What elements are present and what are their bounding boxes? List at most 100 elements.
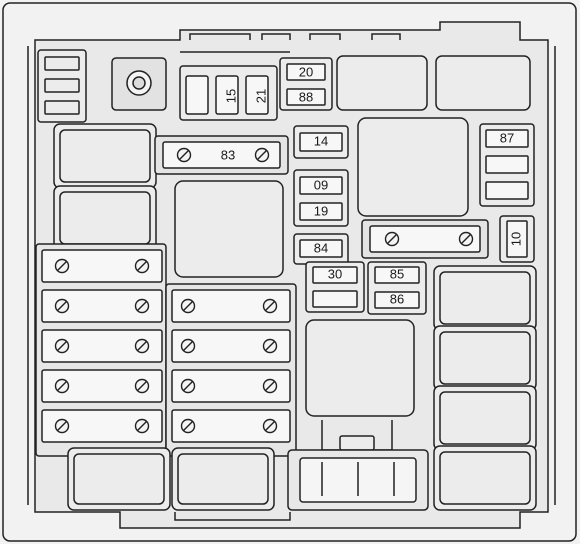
mega-fuse-left-3-screw-b: [134, 338, 150, 354]
top-left-fuse-2: [44, 78, 80, 93]
maxi-fuse-83-right-screw: [254, 147, 270, 163]
midi-fuse-right-right-screw: [458, 231, 474, 247]
mega-fuse-center-4-screw-b: [262, 418, 278, 434]
mega-fuse-left-5-screw-a: [54, 418, 70, 434]
mini-fuse-blank: [185, 75, 209, 115]
mega-fuse-center-2-screw-b: [262, 338, 278, 354]
center-mega-fuse-column: [165, 283, 297, 457]
bottom-connector: [174, 512, 291, 521]
fuse-85: [374, 266, 420, 284]
fuse-30-label: 30: [328, 266, 342, 281]
fuse-14-label: 14: [314, 133, 328, 148]
left-relays: [53, 123, 157, 251]
bottom-relays: [67, 447, 275, 511]
mega-fuse-left-3: [41, 329, 163, 363]
top-right-relays: [336, 55, 531, 111]
fuse-15-label: 15: [223, 89, 238, 103]
top-left-fuse-group: [37, 49, 87, 123]
mega-fuse-left-4-screw-b: [134, 378, 150, 394]
top-connector-1: [189, 33, 251, 40]
top-left-fuse-3: [44, 100, 80, 115]
midi-fuse-right-holder: [361, 219, 489, 259]
fuse-84-holder: [293, 233, 349, 265]
top-connector-2: [261, 33, 291, 40]
fuse-87: [485, 129, 529, 148]
fuse-10-holder: [499, 215, 535, 263]
fuse-86-label: 86: [390, 291, 404, 306]
mega-fuse-center-4: [171, 409, 291, 443]
mega-fuse-left-4: [41, 369, 163, 403]
fuse-84-label: 84: [314, 240, 328, 255]
mega-fuse-center-4-screw-a: [180, 418, 196, 434]
fuse-85-86-holder: [367, 261, 427, 315]
fuse-85-label: 85: [390, 266, 404, 281]
fuse-09-label: 09: [314, 177, 328, 192]
fuse-87-blank-2: [485, 181, 529, 200]
mega-fuse-center-3-screw-b: [262, 378, 278, 394]
maxi-fuse-83-left-screw: [176, 147, 192, 163]
relay-right-col-2: [439, 331, 531, 385]
fuse-09-19-holder: [293, 169, 349, 227]
mega-fuse-left-5: [41, 409, 163, 443]
connector-clip: [339, 435, 375, 451]
relay-right-col-3: [439, 391, 531, 445]
fuse-30-blank: [312, 290, 358, 308]
terminal-bolt-inner-ring: [132, 76, 146, 90]
mega-fuse-center-2: [171, 329, 291, 363]
fuse-15: [215, 75, 239, 115]
fuse-30: [312, 266, 358, 284]
mega-fuse-left-3-screw-a: [54, 338, 70, 354]
relay-center-lower: [305, 319, 415, 417]
mega-fuse-left-2-screw-a: [54, 298, 70, 314]
fuse-10-label: 10: [508, 232, 523, 246]
mega-fuse-center-1-screw-a: [180, 298, 196, 314]
mega-fuse-left-4-screw-a: [54, 378, 70, 394]
fuse-87-label: 87: [500, 130, 514, 145]
relay-right-col-4: [439, 451, 531, 505]
fuse-10: [506, 220, 528, 258]
fuse-20-label: 20: [299, 64, 313, 79]
relay-right-large: [357, 117, 469, 217]
fuse-87-holder: [479, 123, 535, 207]
mega-fuse-left-1: [41, 249, 163, 283]
mega-fuse-left-5-screw-b: [134, 418, 150, 434]
relay-left-lower: [59, 191, 151, 245]
relay-top-center: [336, 55, 428, 111]
mega-fuse-center-1: [171, 289, 291, 323]
mega-fuse-left-2: [41, 289, 163, 323]
fuse-88-label: 88: [299, 89, 313, 104]
relay-bottom-center: [177, 453, 269, 505]
top-connector-3: [309, 33, 341, 40]
mega-fuse-left-2-screw-b: [134, 298, 150, 314]
fuse-87-blank-1: [485, 155, 529, 174]
midi-fuse-right-left-screw: [384, 231, 400, 247]
fuse-09: [299, 176, 343, 195]
mega-fuse-center-2-screw-a: [180, 338, 196, 354]
top-connector-4: [371, 33, 401, 40]
fuse-20: [286, 63, 326, 81]
relay-bottom-left: [73, 453, 165, 505]
fuse-83-label: 83: [221, 147, 235, 162]
relay-right-col-1: [439, 271, 531, 325]
maxi-fuse-83-holder: [154, 135, 289, 175]
midi-fuse-right: [369, 225, 481, 253]
mini-fuse-block: [179, 65, 278, 121]
mega-fuse-left-1-screw-b: [134, 258, 150, 274]
terminal-bolt: [111, 57, 167, 111]
fuse-84: [299, 239, 343, 258]
fuse-30-holder: [305, 261, 365, 313]
fuse-21-label: 21: [253, 89, 268, 103]
right-relay-column: [433, 265, 537, 511]
fuse-14-holder: [293, 125, 349, 159]
top-left-fuse-1: [44, 56, 80, 71]
mega-fuse-center-3-screw-a: [180, 378, 196, 394]
fuse-86: [374, 291, 420, 309]
fuse-20-88-holder: [279, 57, 333, 111]
bottom-multi-connector: [287, 420, 429, 511]
relay-top-right: [435, 55, 531, 111]
mega-fuse-center-1-screw-b: [262, 298, 278, 314]
maxi-fuse-83: [162, 141, 281, 169]
fuse-19-label: 19: [314, 203, 328, 218]
